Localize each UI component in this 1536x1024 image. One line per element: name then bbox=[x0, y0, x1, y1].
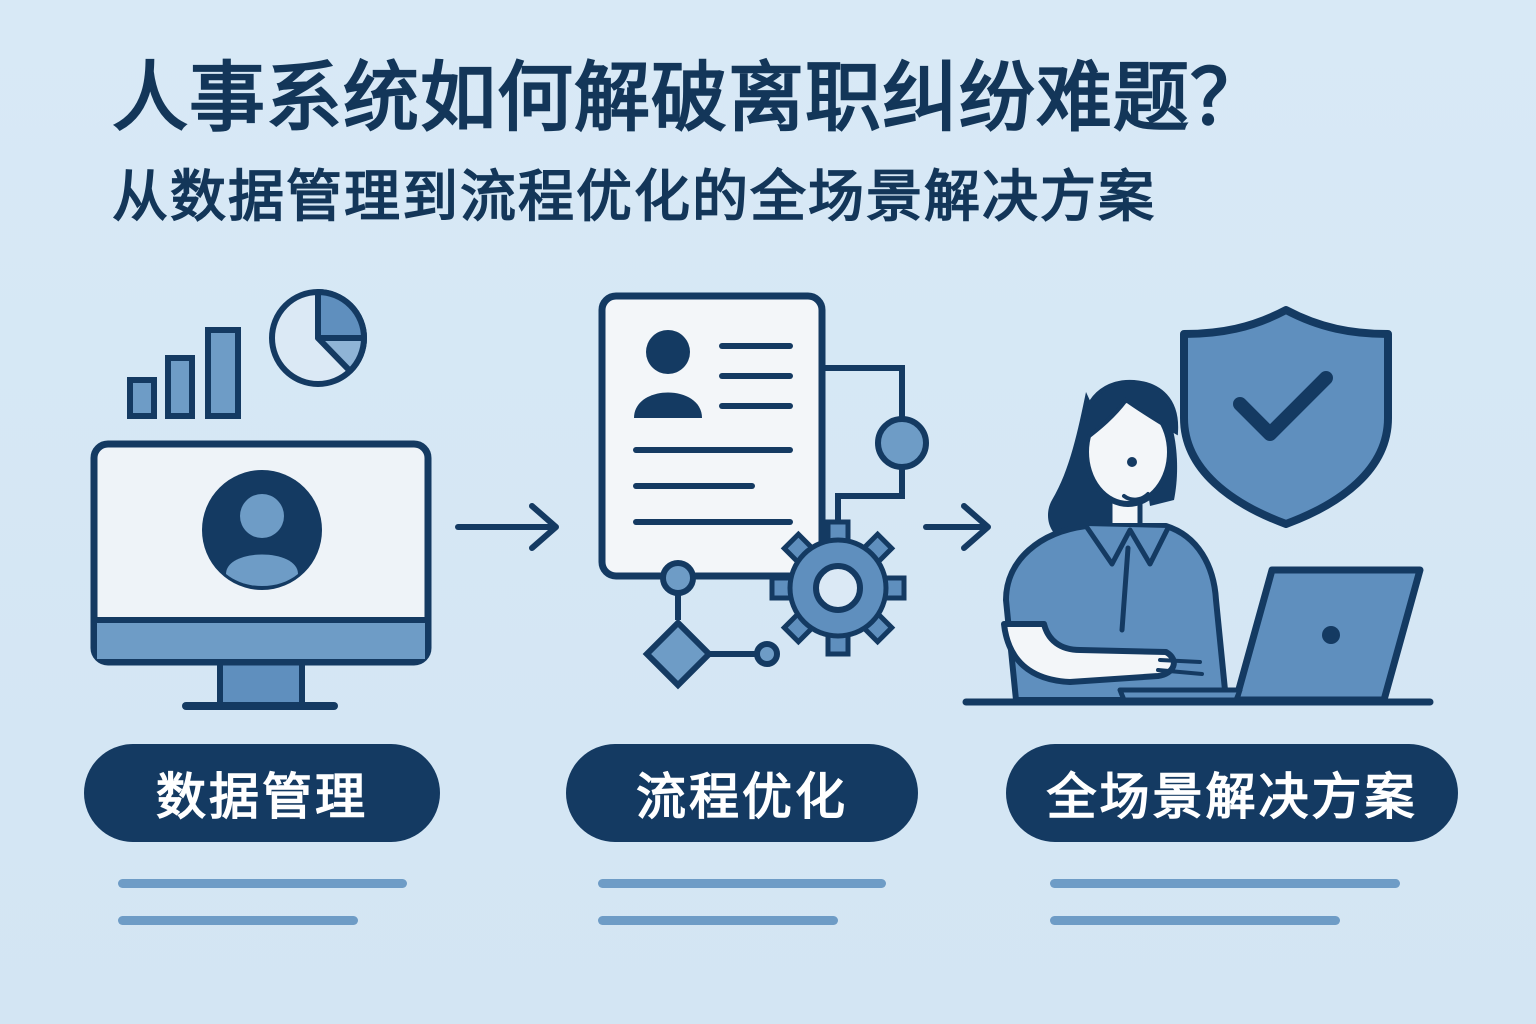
page-subtitle: 从数据管理到流程优化的全场景解决方案 bbox=[112, 165, 1156, 230]
placeholder-text-line bbox=[598, 879, 886, 888]
document-profile-icon bbox=[598, 292, 826, 580]
workflow-node-icon bbox=[642, 416, 929, 690]
pie-chart-icon bbox=[269, 289, 367, 387]
step-label-full-scenario-solution: 全场景解决方案 bbox=[1006, 744, 1458, 842]
step-label-data-management: 数据管理 bbox=[84, 744, 440, 842]
placeholder-text-line bbox=[1050, 916, 1340, 925]
shield-check-icon bbox=[1180, 306, 1392, 528]
placeholder-text-line bbox=[1050, 879, 1400, 888]
monitor-user-icon bbox=[90, 440, 432, 710]
arrow-right-icon bbox=[455, 503, 559, 551]
placeholder-text-line bbox=[598, 916, 838, 925]
placeholder-text-line bbox=[118, 879, 407, 888]
gear-icon bbox=[769, 519, 907, 657]
step-label-process-optimization: 流程优化 bbox=[566, 744, 918, 842]
person-icon bbox=[1001, 379, 1229, 703]
page-title: 人事系统如何解破离职纠纷难题？ bbox=[112, 53, 1267, 142]
placeholder-text-line bbox=[118, 916, 358, 925]
arrow-right-icon bbox=[923, 503, 991, 551]
bar-chart-icon bbox=[127, 327, 241, 419]
